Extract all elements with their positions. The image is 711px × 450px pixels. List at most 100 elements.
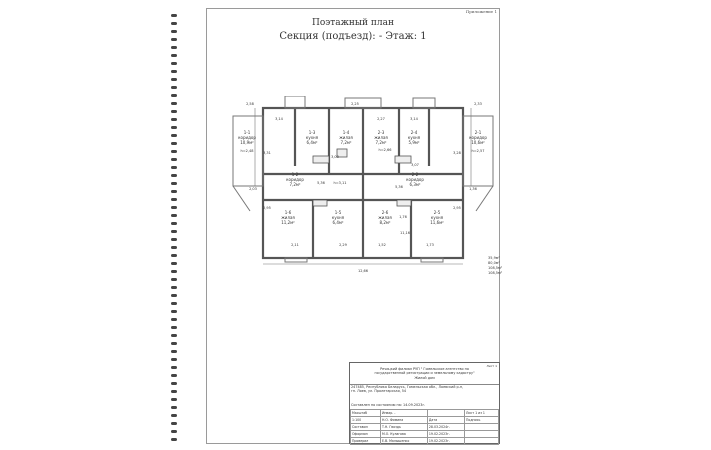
binder-ring xyxy=(171,278,177,281)
room-label: жилая xyxy=(378,215,392,220)
binder-ring xyxy=(171,398,177,401)
dim-label: 1,73 xyxy=(426,243,434,247)
dim-label: 3,07 xyxy=(411,163,419,167)
dim-label: 12,66 xyxy=(358,269,368,273)
room-label: 2-3 xyxy=(378,130,385,135)
binder-ring xyxy=(171,222,177,225)
dim-label: 2,29 xyxy=(339,243,347,247)
binder-ring xyxy=(171,78,177,81)
table-cell: Т.Н. Гвоздь xyxy=(379,423,428,431)
title-block-table: Масштаб Инвар. - Лист 1 из 1 1:100 Н.О. … xyxy=(350,409,500,445)
org-line: Речицкий филиал РУП " Гомельское агентст… xyxy=(380,366,469,371)
room-label: коридор xyxy=(406,177,424,182)
area-value: 108,5м² xyxy=(488,266,503,270)
room-label: 7,2м² xyxy=(341,140,352,145)
page-subtitle: Секция (подъезд): - Этаж: 1 xyxy=(279,31,427,42)
room-label: 2-5 xyxy=(434,210,441,215)
room-label: 11,6м² xyxy=(430,220,444,225)
table-cell: Н.О. Фимина xyxy=(379,416,428,424)
room-label: 1-3 xyxy=(309,130,316,135)
sheet-number: Лист 1 xyxy=(486,364,497,368)
dimension-labels: 2,58 2,25 3,14 2,27 3,14 2,33 h=2,48 h=2… xyxy=(241,102,485,273)
binder-ring xyxy=(171,238,177,241)
binder-ring xyxy=(171,302,177,305)
table-row: Составил Т.Н. Гвоздь 28.03.2024г. xyxy=(350,423,500,431)
title-block: Речицкий филиал РУП " Гомельское агентст… xyxy=(349,362,500,445)
binder-ring xyxy=(171,182,177,185)
binder-ring xyxy=(171,374,177,377)
dim-label: 3,03 xyxy=(331,155,339,159)
binder-ring xyxy=(171,438,177,441)
binder-ring xyxy=(171,430,177,433)
plan-porches xyxy=(232,96,494,263)
title-block-address: 247485, Республика Беларусь, Гомельская … xyxy=(351,385,500,394)
room-label: 10,6м² xyxy=(471,140,485,145)
address-line: гп. Лоев, ул. Пролетарская, 54 xyxy=(351,389,407,394)
binder-ring xyxy=(171,62,177,65)
binder-ring xyxy=(171,286,177,289)
room-label: кухня xyxy=(332,215,345,220)
room-label: коридор xyxy=(469,135,487,140)
binder-ring xyxy=(171,246,177,249)
room-label: 10,9м² xyxy=(240,140,254,145)
room-label: 6,4м² xyxy=(307,140,318,145)
room-label: 2-2 xyxy=(412,172,419,177)
room-labels: 1-1 коридор 10,9м² 1-3 кухня 6,4м² 1-4 ж… xyxy=(238,130,487,225)
room-label: кухня xyxy=(408,135,421,140)
table-row: Масштаб Инвар. - Лист 1 из 1 xyxy=(350,409,500,417)
table-cell: Лист 1 из 1 xyxy=(463,409,500,417)
room-label: 1-2 xyxy=(292,172,299,177)
binder-ring xyxy=(171,118,177,121)
binder-ring xyxy=(171,310,177,313)
room-label: 2-6 xyxy=(382,210,389,215)
binder-ring xyxy=(171,206,177,209)
room-label: кухня xyxy=(431,215,444,220)
area-value: 108,5м² xyxy=(488,271,503,275)
binder-ring xyxy=(171,142,177,145)
table-cell xyxy=(463,430,500,438)
room-label: 11,2м² xyxy=(281,220,295,225)
binder-ring xyxy=(171,342,177,345)
plan-dimension-lines xyxy=(254,108,472,265)
binder-ring xyxy=(171,262,177,265)
dim-label: 1,36 xyxy=(469,187,477,191)
binder-ring xyxy=(171,326,177,329)
dim-label: 2,11 xyxy=(291,243,299,247)
address-line: 247485, Республика Беларусь, Гомельская … xyxy=(351,385,464,389)
binder-ring xyxy=(171,166,177,169)
dim-label: 3,31 xyxy=(263,151,271,155)
table-row: Проверил Е.В. Малышенко 19.02.2023г. xyxy=(350,437,500,445)
binder-ring xyxy=(171,270,177,273)
org-line: государственной регистрации и земельному… xyxy=(374,371,475,376)
binder-ring xyxy=(171,38,177,41)
dim-label: 1,76 xyxy=(399,215,407,219)
binder-ring xyxy=(171,174,177,177)
org-line: Жилой дом xyxy=(414,375,435,380)
dim-label: 3,14 xyxy=(410,117,419,121)
table-cell: Е.В. Малышенко xyxy=(379,437,428,445)
binder-ring xyxy=(171,46,177,49)
table-cell: 19.02.2023г. xyxy=(426,437,465,445)
dim-label: 2,95 xyxy=(263,206,271,210)
table-cell xyxy=(426,409,465,417)
dim-label: 3,28 xyxy=(453,151,461,155)
table-row: 1:100 Н.О. Фимина Дата Подпись xyxy=(350,416,500,424)
binder-ring xyxy=(171,390,177,393)
binder-ring xyxy=(171,406,177,409)
dim-label: 5,36 xyxy=(395,185,403,189)
room-label: 7,2м² xyxy=(290,182,301,187)
room-label: кухня xyxy=(306,135,319,140)
binder-ring xyxy=(171,110,177,113)
room-label: 2-4 xyxy=(411,130,418,135)
room-label: 2-1 xyxy=(475,130,482,135)
area-value: 35,9м² xyxy=(488,256,500,260)
table-cell: Масштаб xyxy=(350,409,381,417)
binder-ring xyxy=(171,150,177,153)
survey-date: Составлен по состоянию на: 14.09.2023г. xyxy=(351,403,426,407)
table-cell xyxy=(463,437,500,445)
dim-label: 2,25 xyxy=(351,102,359,106)
table-cell: Дата xyxy=(426,416,465,424)
dim-label: 1,52 xyxy=(378,243,386,247)
binder-ring xyxy=(171,22,177,25)
table-cell: Инвар. - xyxy=(379,409,428,417)
